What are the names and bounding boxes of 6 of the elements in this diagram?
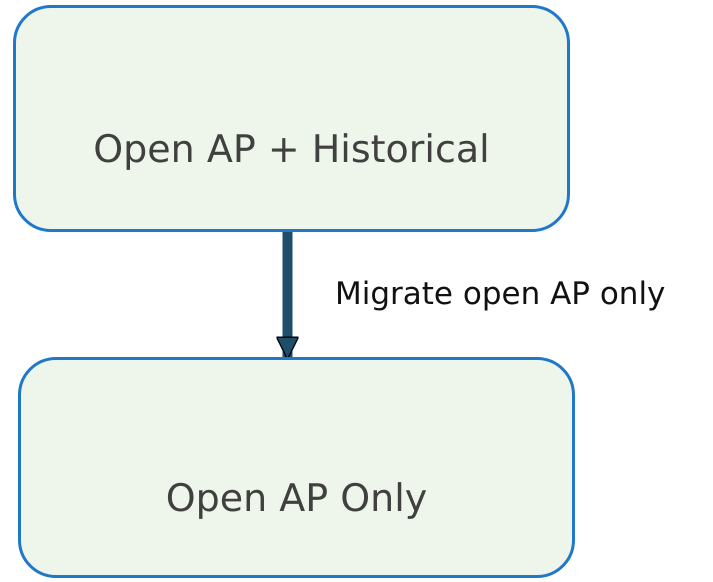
arrow xyxy=(276,232,300,360)
process-box xyxy=(18,357,575,578)
process-box xyxy=(13,5,570,232)
edge-label: Migrate open AP only xyxy=(335,276,666,312)
box-text: Open AP Only xyxy=(166,476,428,520)
box-text: Open AP + Historical xyxy=(93,126,490,170)
